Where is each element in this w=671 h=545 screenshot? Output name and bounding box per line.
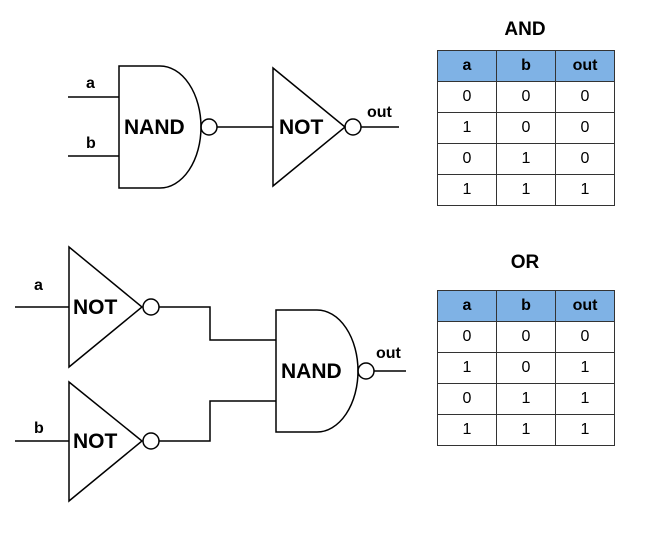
table-row: 1 1 1	[437, 414, 615, 446]
table-cell: 1	[555, 383, 615, 415]
table-row: 1 1 1	[437, 174, 615, 206]
table-cell: 0	[496, 112, 556, 144]
table-header-row: a b out	[437, 50, 615, 82]
table-cell: 0	[496, 352, 556, 384]
not-gate-b-body	[68, 380, 144, 503]
table-cell: 1	[496, 414, 556, 446]
not-a-bubble	[142, 298, 160, 316]
header-cell: b	[496, 290, 556, 322]
and-input-b-label: b	[86, 135, 96, 152]
table-cell: 0	[437, 321, 497, 353]
table-row: 0 0 0	[437, 81, 615, 113]
table-cell: 0	[437, 143, 497, 175]
header-cell: out	[555, 290, 615, 322]
table-cell: 1	[496, 174, 556, 206]
or-output-label: out	[376, 345, 402, 362]
header-cell: a	[437, 290, 497, 322]
nand-bubble	[200, 118, 218, 136]
table-cell: 0	[555, 112, 615, 144]
table-row: 1 0 0	[437, 112, 615, 144]
table-cell: 0	[496, 81, 556, 113]
or-input-a-label: a	[34, 277, 43, 294]
table-cell: 1	[437, 112, 497, 144]
and-nand-label: NAND	[124, 116, 185, 139]
table-header-row: a b out	[437, 290, 615, 322]
nand-bubble	[357, 362, 375, 380]
table-cell: 1	[437, 352, 497, 384]
header-cell: out	[555, 50, 615, 82]
table-cell: 1	[555, 414, 615, 446]
not-bubble	[344, 118, 362, 136]
table-cell: 1	[555, 352, 615, 384]
wire-not-a-to-nand	[159, 306, 276, 341]
wire-not-b-to-nand	[159, 400, 276, 442]
not-gate-a-body	[68, 245, 144, 369]
table-cell: 0	[555, 321, 615, 353]
or-truth-table: a b out 0 0 0 1 0 1 0 1 1 1 1 1	[437, 290, 615, 446]
table-cell: 1	[437, 174, 497, 206]
or-nand-label: NAND	[281, 360, 342, 383]
and-truth-table: a b out 0 0 0 1 0 0 0 1 0 1 1 1	[437, 50, 615, 206]
and-table-title: AND	[504, 19, 546, 40]
table-cell: 0	[437, 81, 497, 113]
table-cell: 0	[555, 143, 615, 175]
and-not-label: NOT	[279, 116, 324, 139]
table-cell: 1	[437, 414, 497, 446]
or-not-b-label: NOT	[73, 430, 118, 453]
table-cell: 1	[555, 174, 615, 206]
or-input-b-label: b	[34, 420, 44, 437]
table-row: 0 0 0	[437, 321, 615, 353]
table-cell: 1	[496, 143, 556, 175]
table-row: 0 1 0	[437, 143, 615, 175]
table-cell: 0	[437, 383, 497, 415]
table-cell: 0	[555, 81, 615, 113]
header-cell: b	[496, 50, 556, 82]
table-row: 0 1 1	[437, 383, 615, 415]
or-circuit	[15, 245, 406, 503]
not-gate-body	[272, 66, 347, 188]
table-cell: 0	[496, 321, 556, 353]
and-input-a-label: a	[86, 75, 95, 92]
and-output-label: out	[367, 104, 393, 121]
or-not-a-label: NOT	[73, 296, 118, 319]
table-cell: 1	[496, 383, 556, 415]
header-cell: a	[437, 50, 497, 82]
not-b-bubble	[142, 432, 160, 450]
or-table-title: OR	[510, 252, 540, 273]
table-row: 1 0 1	[437, 352, 615, 384]
and-circuit	[68, 65, 399, 189]
